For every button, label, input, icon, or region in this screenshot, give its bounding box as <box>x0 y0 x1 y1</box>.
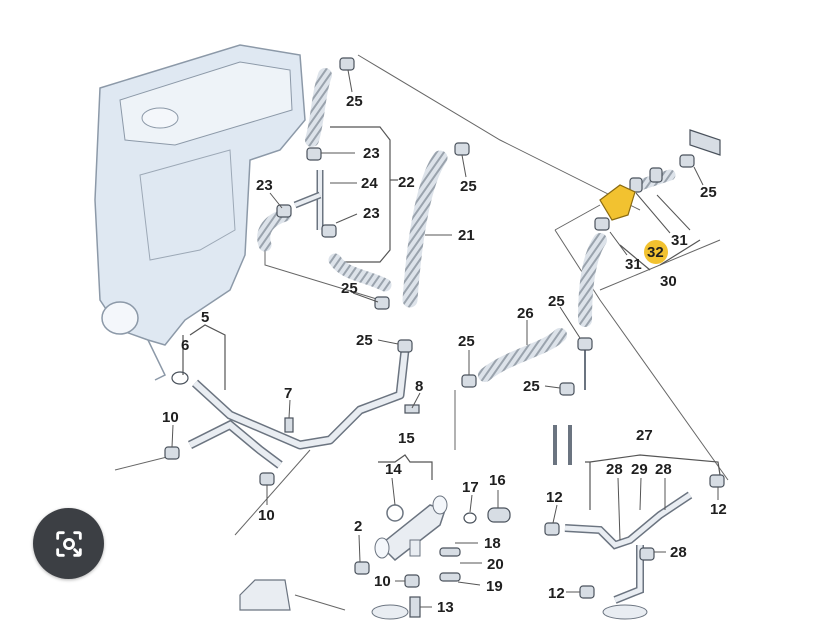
callout-15: 15 <box>398 430 415 447</box>
callout-12: 12 <box>710 501 727 518</box>
callout-22: 22 <box>398 174 415 191</box>
lower-component <box>239 579 648 620</box>
callout-2: 2 <box>354 518 362 535</box>
callout-labels: 25 23 22 24 23 23 25 21 25 25 5 6 7 8 10… <box>162 93 727 616</box>
callout-5: 5 <box>201 309 209 326</box>
callout-32: 32 <box>647 244 664 261</box>
callout-26: 26 <box>517 305 534 322</box>
callout-23: 23 <box>256 177 273 194</box>
callout-28: 28 <box>606 461 623 478</box>
hose-clamps <box>164 57 725 618</box>
callout-19: 19 <box>486 578 503 595</box>
leader-lines <box>171 69 719 608</box>
pipes <box>187 170 693 604</box>
callout-25: 25 <box>356 332 373 349</box>
callout-18: 18 <box>484 535 501 552</box>
callout-16: 16 <box>489 472 506 489</box>
callout-28: 28 <box>655 461 672 478</box>
callout-30: 30 <box>660 273 677 290</box>
callout-25: 25 <box>700 184 717 201</box>
callout-10: 10 <box>258 507 275 524</box>
callout-7: 7 <box>284 385 292 402</box>
callout-12: 12 <box>548 585 565 602</box>
callout-31: 31 <box>625 256 642 273</box>
callout-24: 24 <box>361 175 378 192</box>
callout-23: 23 <box>363 145 380 162</box>
callout-25: 25 <box>460 178 477 195</box>
callout-29: 29 <box>631 461 648 478</box>
thermostat-housing <box>599 184 636 221</box>
bracket-lines <box>182 126 721 510</box>
callout-25: 25 <box>458 333 475 350</box>
callout-25: 25 <box>523 378 540 395</box>
callout-17: 17 <box>462 479 479 496</box>
callout-20: 20 <box>487 556 504 573</box>
callout-21: 21 <box>458 227 475 244</box>
callout-25: 25 <box>341 280 358 297</box>
callout-25: 25 <box>346 93 363 110</box>
callout-10: 10 <box>162 409 179 426</box>
callout-6: 6 <box>181 337 189 354</box>
callout-23: 23 <box>363 205 380 222</box>
coolant-flange <box>374 495 448 561</box>
callout-28: 28 <box>670 544 687 561</box>
callout-12: 12 <box>546 489 563 506</box>
engine-block <box>94 44 306 381</box>
callout-31: 31 <box>671 232 688 249</box>
callout-10: 10 <box>374 573 391 590</box>
callout-8: 8 <box>415 378 423 395</box>
image-search-icon <box>55 530 82 557</box>
highlight-marker <box>644 240 668 264</box>
callout-13: 13 <box>437 599 454 616</box>
callout-14: 14 <box>385 461 402 478</box>
callout-25: 25 <box>548 293 565 310</box>
callout-27: 27 <box>636 427 653 444</box>
image-search-button[interactable] <box>33 508 104 579</box>
